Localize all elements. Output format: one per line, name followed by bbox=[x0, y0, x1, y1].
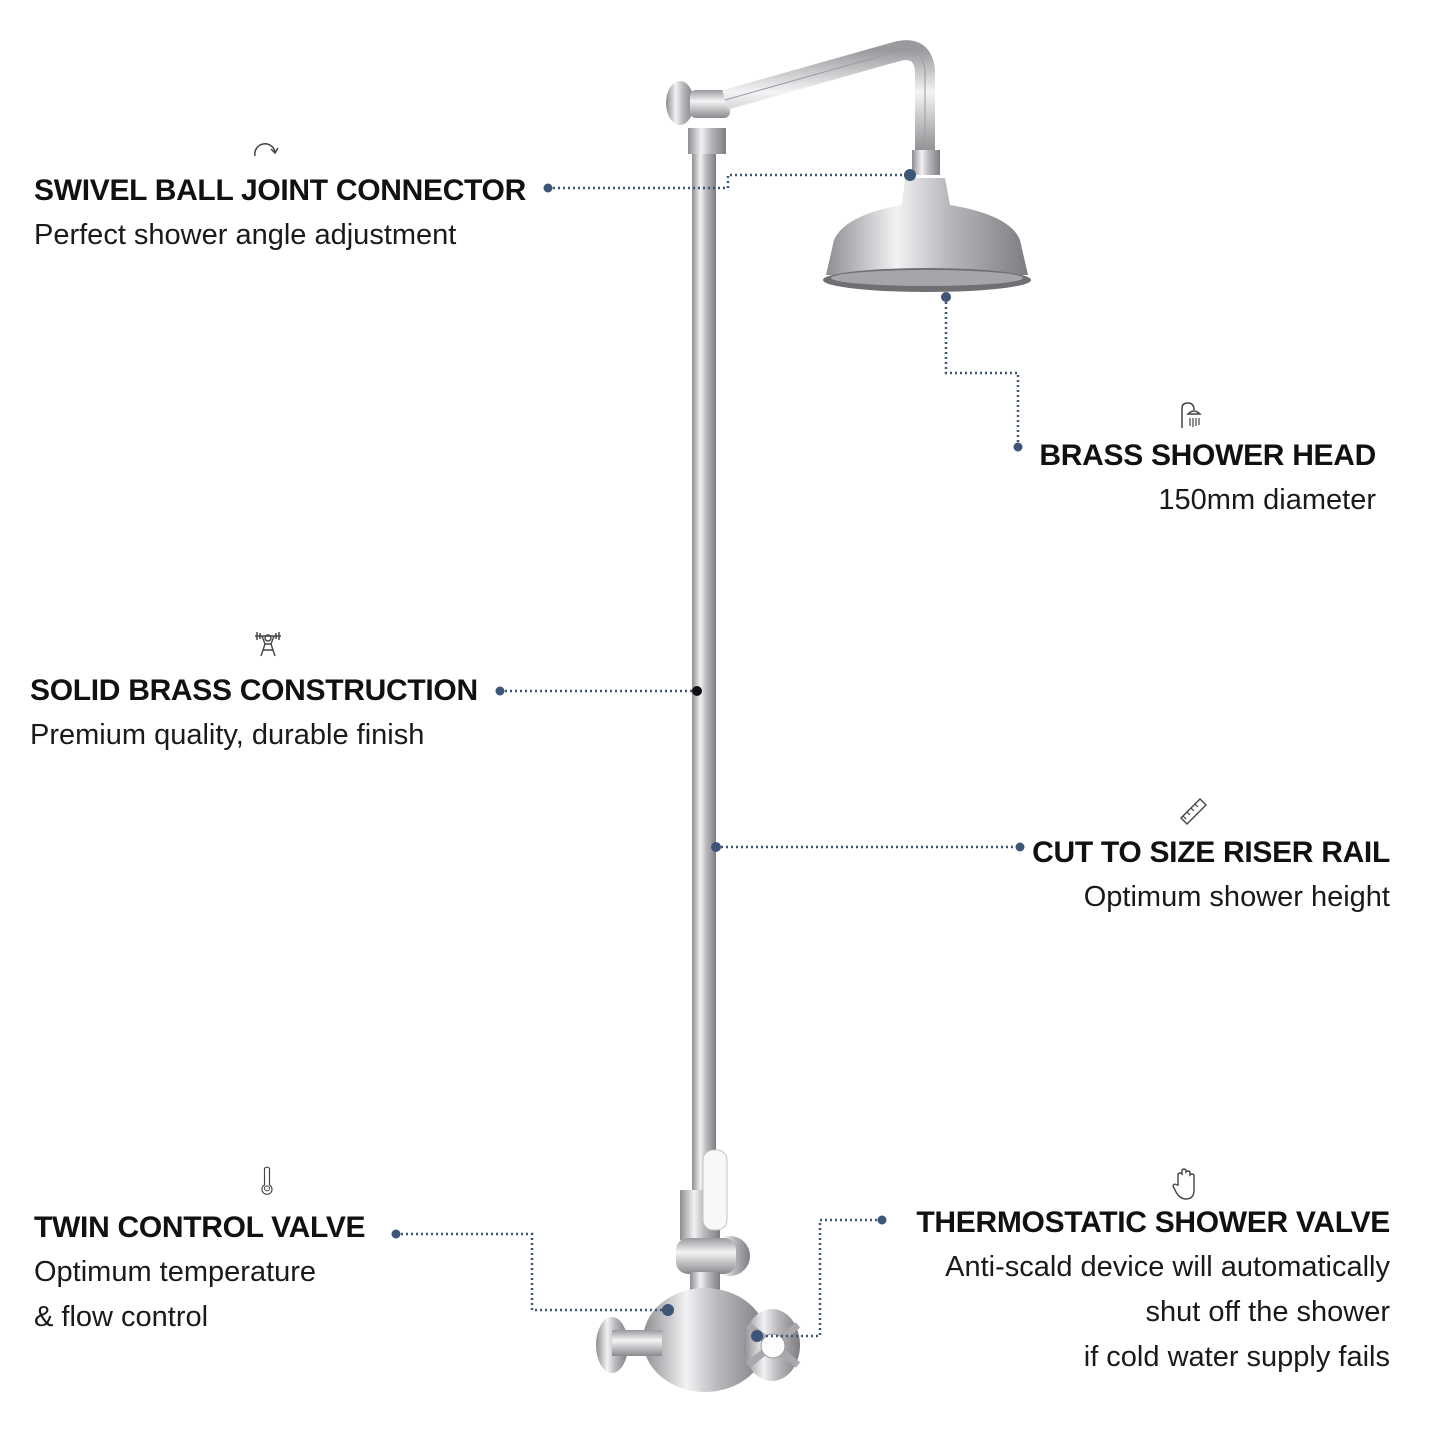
rotate-arrow-icon bbox=[254, 143, 279, 157]
feature-description-line: & flow control bbox=[34, 1301, 209, 1333]
leader-swivel bbox=[548, 173, 910, 190]
feature-thermostatic-valve: THERMOSTATIC SHOWER VALVE Anti-scald dev… bbox=[916, 1201, 1390, 1380]
leader-thermostatic bbox=[757, 1218, 882, 1338]
shower-head bbox=[826, 178, 1028, 275]
saw-icon bbox=[1180, 798, 1207, 825]
feature-description-line: shut off the shower bbox=[1145, 1296, 1390, 1328]
feature-brass-shower-head: BRASS SHOWER HEAD 150mm diameter bbox=[1039, 434, 1376, 523]
shower-arm bbox=[722, 40, 935, 155]
feature-description: Perfect shower angle adjustment bbox=[34, 219, 457, 251]
feature-title: CUT TO SIZE RISER RAIL bbox=[1032, 836, 1390, 869]
valve-body bbox=[643, 1288, 767, 1392]
feature-riser-rail: CUT TO SIZE RISER RAIL Optimum shower he… bbox=[1032, 831, 1390, 920]
feature-swivel-ball-joint: SWIVEL BALL JOINT CONNECTOR Perfect show… bbox=[34, 169, 526, 258]
feature-title: SWIVEL BALL JOINT CONNECTOR bbox=[34, 174, 526, 207]
feature-title: THERMOSTATIC SHOWER VALVE bbox=[916, 1206, 1390, 1239]
feature-description-line: Anti-scald device will automatically bbox=[945, 1251, 1390, 1283]
feature-description: Optimum shower height bbox=[1083, 881, 1390, 913]
feature-title: SOLID BRASS CONSTRUCTION bbox=[30, 674, 478, 707]
leader-twin-valve bbox=[396, 1232, 668, 1312]
feature-description-line: if cold water supply fails bbox=[1083, 1341, 1390, 1373]
feature-description-line: Optimum temperature bbox=[34, 1256, 317, 1288]
wall-bracket bbox=[666, 81, 694, 125]
leader-shower-head bbox=[944, 297, 1020, 447]
feature-solid-brass: SOLID BRASS CONSTRUCTION Premium quality… bbox=[30, 669, 478, 758]
hand-icon bbox=[1172, 1168, 1195, 1200]
weightlifter-icon bbox=[255, 632, 281, 657]
shower-head-icon bbox=[1181, 402, 1202, 428]
feature-description: 150mm diameter bbox=[1158, 484, 1376, 516]
feature-title: BRASS SHOWER HEAD bbox=[1039, 439, 1376, 472]
feature-twin-control-valve: TWIN CONTROL VALVE Optimum temperature &… bbox=[34, 1206, 366, 1340]
thermometer-icon bbox=[261, 1166, 273, 1195]
feature-description: Premium quality, durable finish bbox=[30, 719, 425, 751]
feature-title: TWIN CONTROL VALVE bbox=[34, 1211, 366, 1244]
